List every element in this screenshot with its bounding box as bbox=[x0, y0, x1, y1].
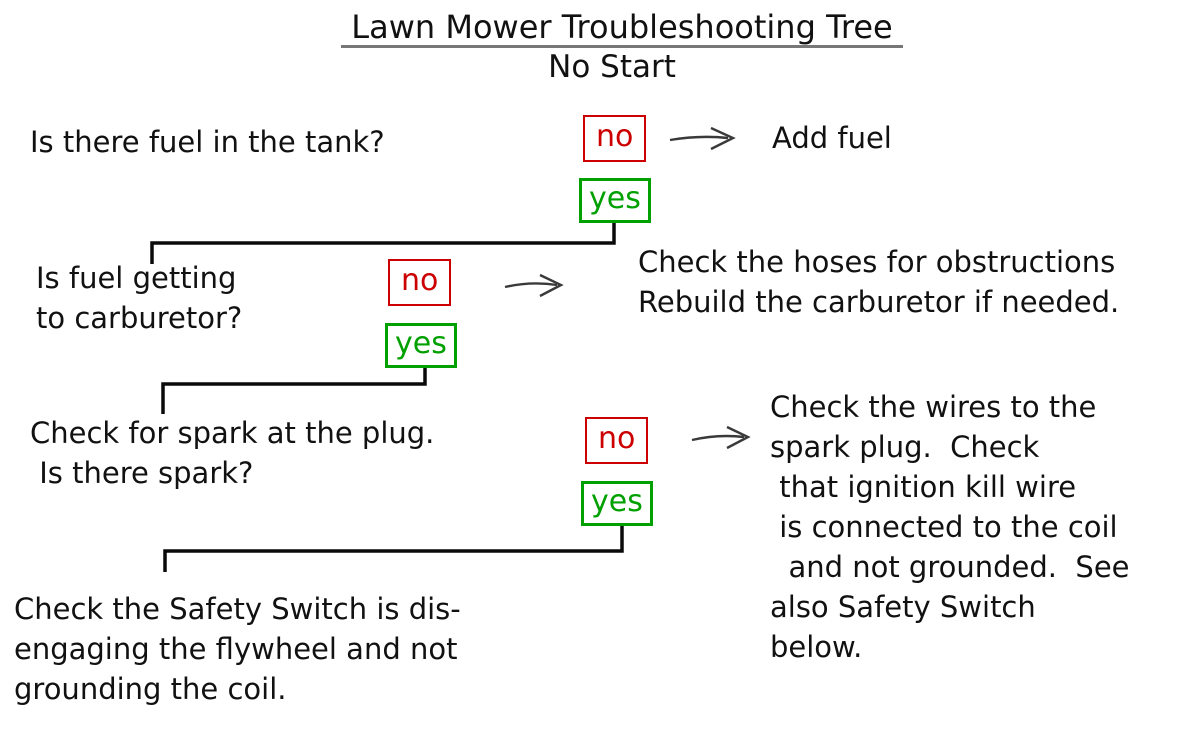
question-spark-at-plug: Check for spark at the plug. Is there sp… bbox=[30, 416, 435, 490]
final-step-safety-switch: Check the Safety Switch is dis- engaging… bbox=[14, 592, 461, 706]
page-title-text: Lawn Mower Troubleshooting Tree bbox=[341, 10, 903, 48]
answer-check-wires: Check the wires to the spark plug. Check… bbox=[770, 390, 1130, 664]
no-badge-3: no bbox=[585, 417, 649, 464]
question-fuel-in-tank: Is there fuel in the tank? bbox=[30, 125, 385, 159]
question-fuel-to-carburetor: Is fuel getting to carburetor? bbox=[36, 261, 243, 335]
arrow-right-icon bbox=[691, 434, 745, 442]
arrowhead-icon bbox=[710, 126, 736, 151]
answer-check-hoses: Check the hoses for obstructions Rebuild… bbox=[638, 245, 1120, 319]
arrow-right-icon bbox=[504, 282, 558, 289]
connector-yes-2 bbox=[161, 364, 427, 414]
connector-yes-3 bbox=[163, 523, 624, 572]
yes-badge-1: yes bbox=[579, 178, 651, 223]
no-badge-1: no bbox=[583, 115, 647, 162]
arrowhead-icon bbox=[726, 425, 751, 450]
answer-add-fuel: Add fuel bbox=[772, 121, 892, 155]
page-title: Lawn Mower Troubleshooting Tree bbox=[22, 10, 1200, 48]
yes-badge-2: yes bbox=[385, 323, 457, 368]
no-badge-2: no bbox=[388, 259, 452, 306]
page-subtitle: No Start bbox=[548, 49, 676, 85]
arrow-right-icon bbox=[669, 135, 729, 142]
arrowhead-icon bbox=[539, 273, 564, 298]
yes-badge-3: yes bbox=[581, 481, 653, 526]
